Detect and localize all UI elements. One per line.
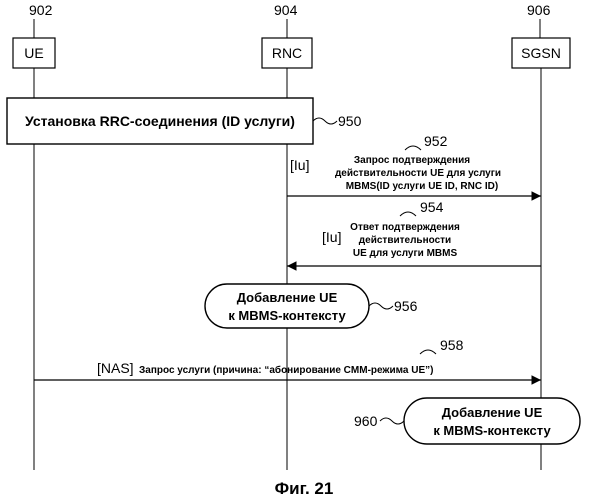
pill-956-line-2: к MBMS-контексту (228, 308, 346, 323)
ref-950: 950 (338, 113, 362, 129)
entity-ref-ue: 902 (29, 2, 53, 18)
ref-leader-952 (405, 146, 421, 150)
figure-caption: Фиг. 21 (275, 479, 334, 498)
ref-leader-958 (420, 350, 436, 354)
pill-956-line-1: Добавление UE (237, 290, 338, 305)
pill-960-line-1: Добавление UE (442, 405, 543, 420)
msg-958-text: Запрос услуги (причина: “абонирование CM… (139, 364, 434, 376)
ref-958: 958 (440, 337, 464, 353)
rrc-setup-label: Установка RRC-соединения (ID услуги) (25, 113, 295, 129)
ref-leader-956 (369, 303, 393, 309)
ref-leader-954 (400, 212, 416, 216)
ref-leader-960 (380, 418, 404, 424)
iface-954: [Iu] (322, 229, 341, 245)
ref-952: 952 (424, 133, 448, 149)
msg-952-line-1: Запрос подтверждения (354, 155, 470, 166)
entity-label-ue: UE (24, 45, 43, 61)
msg-952-line-2: действительности UE для услуги (335, 168, 501, 179)
ref-954: 954 (420, 199, 444, 215)
msg-954-line-3: UE для услуги MBMS (353, 248, 458, 259)
msg-952-line-3: MBMS(ID услуги UE ID, RNC ID) (346, 181, 498, 192)
msg-954-line-1: Ответ подтверждения (350, 222, 460, 233)
entity-label-sgsn: SGSN (521, 45, 561, 61)
ref-956: 956 (394, 298, 418, 314)
entity-ref-rnc: 904 (274, 2, 298, 18)
msg-954-line-2: действительности (359, 235, 451, 246)
iface-958: [NAS] (97, 360, 134, 376)
ref-960: 960 (354, 413, 378, 429)
pill-960-line-2: к MBMS-контексту (433, 423, 551, 438)
ref-leader-950 (313, 118, 337, 124)
iface-952: [Iu] (290, 157, 309, 173)
entity-label-rnc: RNC (272, 45, 302, 61)
entity-ref-sgsn: 906 (527, 2, 551, 18)
